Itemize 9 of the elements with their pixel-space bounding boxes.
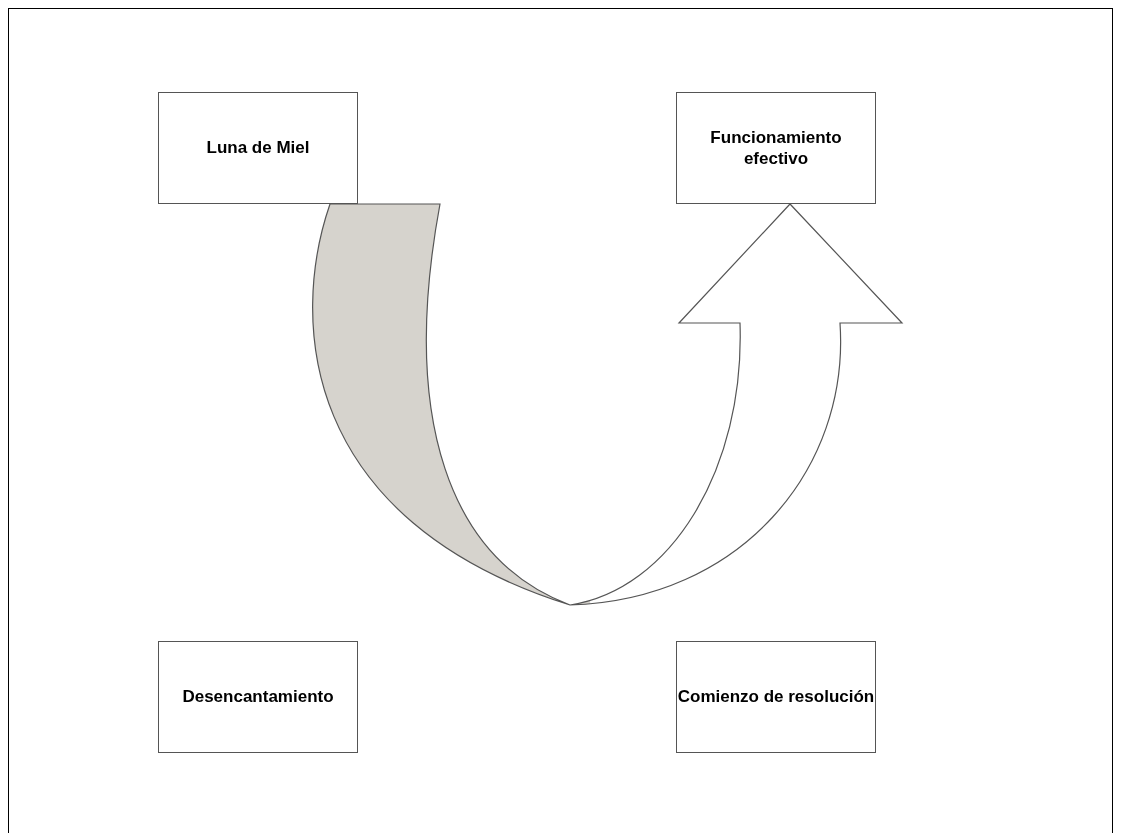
stage-label: Funcionamiento efectivo [709,126,843,170]
curved-block-arrow [312,203,903,606]
stage-label: Luna de Miel [206,137,310,159]
stage-box [158,641,358,753]
stage-box [676,92,876,204]
stage-box [676,641,876,753]
stage-box [158,92,358,204]
stage-label: Comienzo de resolución [677,686,875,708]
stage-label: Desencantamiento [182,686,334,708]
